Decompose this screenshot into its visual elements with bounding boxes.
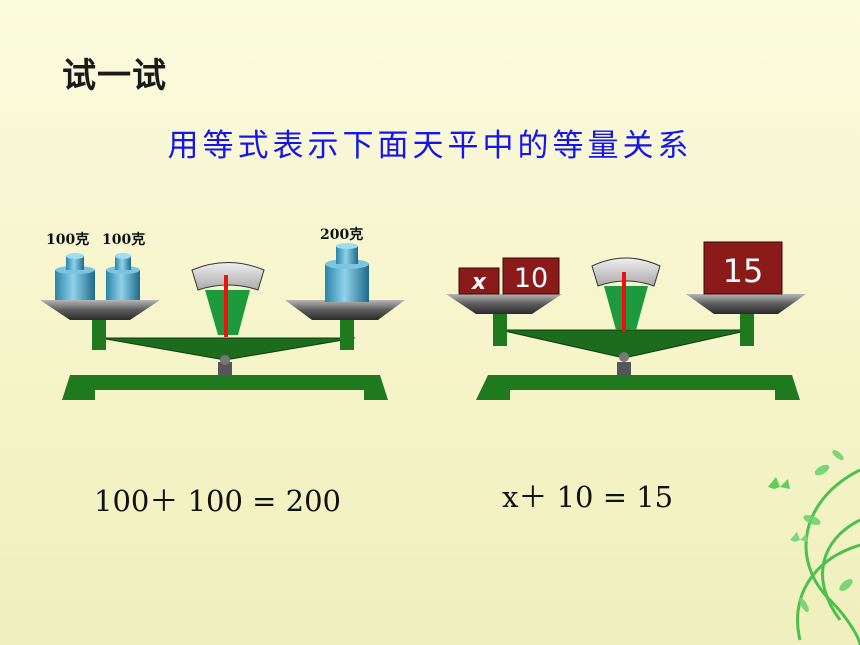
right-pan-right	[686, 294, 806, 314]
block-10	[502, 257, 560, 295]
right-pan	[285, 300, 405, 320]
page-heading: 试一试	[62, 56, 167, 96]
left-pan-right	[446, 294, 562, 314]
scale-base	[62, 375, 388, 400]
butterfly-icon	[768, 477, 790, 489]
right-equation: x＋ 10 = 15	[502, 480, 674, 514]
block-x	[458, 267, 500, 295]
block-15-label: 15	[723, 252, 764, 290]
scale-beam	[99, 337, 356, 361]
butterfly-icon	[790, 532, 808, 542]
block-x-label: x	[471, 270, 487, 295]
weight-200g	[325, 243, 369, 302]
scale-post	[218, 362, 232, 376]
left-equation: 100＋ 100 = 200	[94, 484, 342, 518]
block-10-label: 10	[514, 263, 548, 294]
weight-100g-a	[55, 253, 95, 300]
weight-label-200g: 200克	[320, 227, 364, 243]
left-pan	[40, 300, 160, 320]
instruction-text: 用等式表示下面天平中的等量关系	[167, 128, 693, 164]
pivot	[220, 355, 230, 365]
weight-label-100g-b: 100克	[102, 232, 146, 248]
weight-100g-b	[106, 253, 140, 300]
block-15	[703, 241, 783, 295]
scale-base-right	[476, 375, 800, 400]
weight-label-100g-a: 100克	[46, 232, 90, 248]
